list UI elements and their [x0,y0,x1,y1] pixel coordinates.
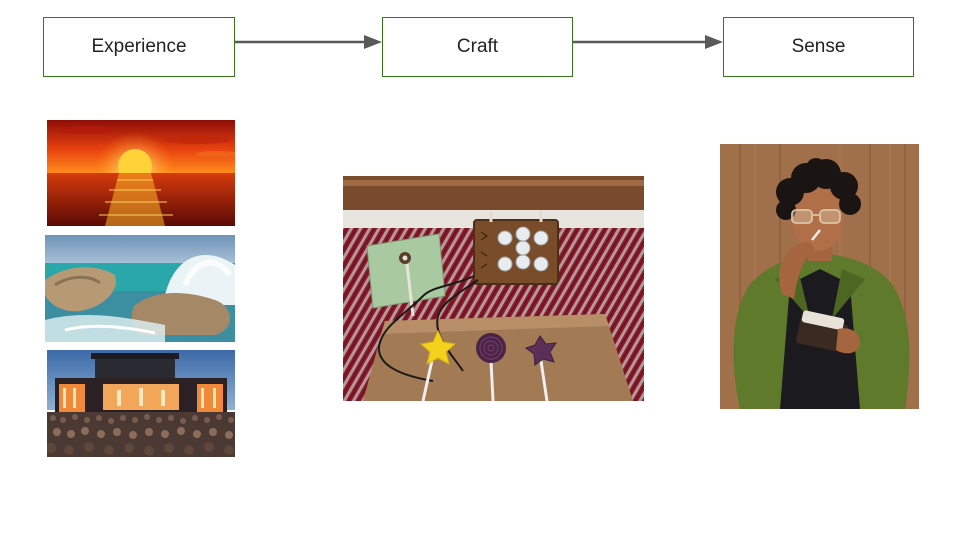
stage-box-experience: Experience [43,17,235,77]
flow-arrows [235,35,723,49]
arrow-experience-to-craft [235,35,382,49]
concert-image [47,350,235,457]
waves-image [45,235,235,342]
stage-label-sense: Sense [791,36,846,57]
stage-box-craft: Craft [382,17,573,77]
stage-label-craft: Craft [456,36,499,57]
stage-label-experience: Experience [91,36,187,57]
stage-box-sense: Sense [723,17,914,77]
sunset-image [47,120,235,226]
person-tasting-image [720,144,919,409]
craft-prototype-image [343,176,644,401]
arrow-craft-to-sense [573,35,723,49]
